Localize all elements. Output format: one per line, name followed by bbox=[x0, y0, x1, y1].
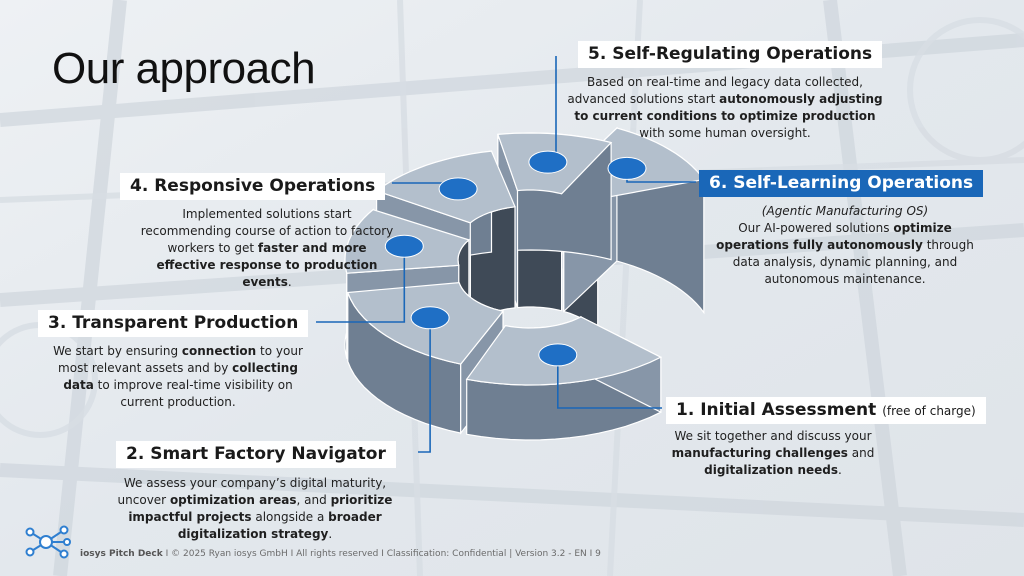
stage-2-description: We assess your company’s digital maturit… bbox=[112, 475, 398, 543]
text-run: . bbox=[838, 463, 842, 477]
text-run: manufacturing challenges bbox=[671, 446, 848, 460]
text-run: , and bbox=[296, 493, 331, 507]
text-run: optimize operations fully autonomously bbox=[716, 221, 952, 252]
stage-1-note: (free of charge) bbox=[882, 404, 976, 418]
text-run: with some human oversight. bbox=[639, 126, 811, 140]
stage-6-subtitle: (Agentic Manufacturing OS) bbox=[761, 204, 929, 218]
stage-3-marker bbox=[384, 234, 424, 258]
stage-2-connector bbox=[418, 317, 431, 453]
text-run: autonomously adjusting to current condit… bbox=[574, 92, 883, 123]
footer: iosys Pitch Deck I © 2025 Ryan iosys Gmb… bbox=[80, 549, 601, 559]
stage-6-marker bbox=[607, 156, 647, 180]
stage-5-title: 5. Self-Regulating Operations bbox=[578, 41, 883, 68]
text-run: broader digitalization strategy bbox=[177, 510, 382, 541]
text-run: We start by ensuring bbox=[53, 344, 182, 358]
text-run: Based on real-time and legacy data colle… bbox=[567, 75, 863, 106]
text-run: digitalization needs bbox=[704, 463, 839, 477]
stage-3-description: We start by ensuring connection to your … bbox=[42, 343, 314, 411]
stage-6-description: (Agentic Manufacturing OS) Our AI-powere… bbox=[705, 203, 985, 288]
text-run: . bbox=[287, 275, 292, 289]
text-run: We assess your company’s digital maturit… bbox=[117, 476, 387, 507]
text-run: connection bbox=[181, 344, 257, 358]
text-run: to improve real-time visibility on curre… bbox=[93, 378, 293, 409]
stage-1-marker bbox=[538, 343, 578, 367]
stage-1-connector bbox=[556, 354, 662, 409]
text-run: and bbox=[847, 446, 875, 460]
text-run: Implemented solutions start recommending… bbox=[140, 207, 394, 255]
text-run: optimization areas bbox=[169, 493, 297, 507]
stage-5-description: Based on real-time and legacy data colle… bbox=[566, 74, 884, 142]
text-run: collecting data bbox=[63, 361, 298, 392]
text-run: . bbox=[328, 527, 333, 541]
stage-1-description: We sit together and discuss your manufac… bbox=[660, 428, 886, 479]
text-run: to your most relevant assets and by bbox=[58, 344, 303, 375]
text-run: prioritize impactful projects bbox=[128, 493, 393, 524]
footer-brand: iosys Pitch Deck bbox=[80, 549, 163, 559]
text-run: Our AI-powered solutions bbox=[738, 221, 894, 235]
text-run: We sit together and discuss your bbox=[674, 429, 872, 443]
stage-3-title: 3. Transparent Production bbox=[38, 310, 309, 337]
stage-3-connector bbox=[316, 246, 406, 323]
stage-2-marker bbox=[410, 306, 450, 330]
stage-2-title: 2. Smart Factory Navigator bbox=[116, 441, 396, 468]
stage-4-marker bbox=[438, 177, 478, 201]
footer-text: I © 2025 Ryan iosys GmbH I All rights re… bbox=[162, 549, 601, 559]
stage-4-title: 4. Responsive Operations bbox=[120, 173, 386, 200]
stage-5-marker bbox=[528, 150, 568, 174]
slide-title: Our approach bbox=[52, 44, 316, 93]
stage-6-title: 6. Self-Learning Operations bbox=[699, 170, 984, 197]
stage-4-description: Implemented solutions start recommending… bbox=[138, 206, 396, 291]
text-run: alongside a bbox=[251, 510, 329, 524]
text-run: through data analysis, dynamic planning,… bbox=[732, 238, 974, 286]
text-run: faster and more effective response to pr… bbox=[156, 241, 378, 289]
stage-1-title: 1. Initial Assessment (free of charge) bbox=[666, 397, 986, 424]
stage-1-title-text: 1. Initial Assessment bbox=[676, 400, 877, 420]
network-nodes-logo-icon bbox=[25, 525, 71, 559]
